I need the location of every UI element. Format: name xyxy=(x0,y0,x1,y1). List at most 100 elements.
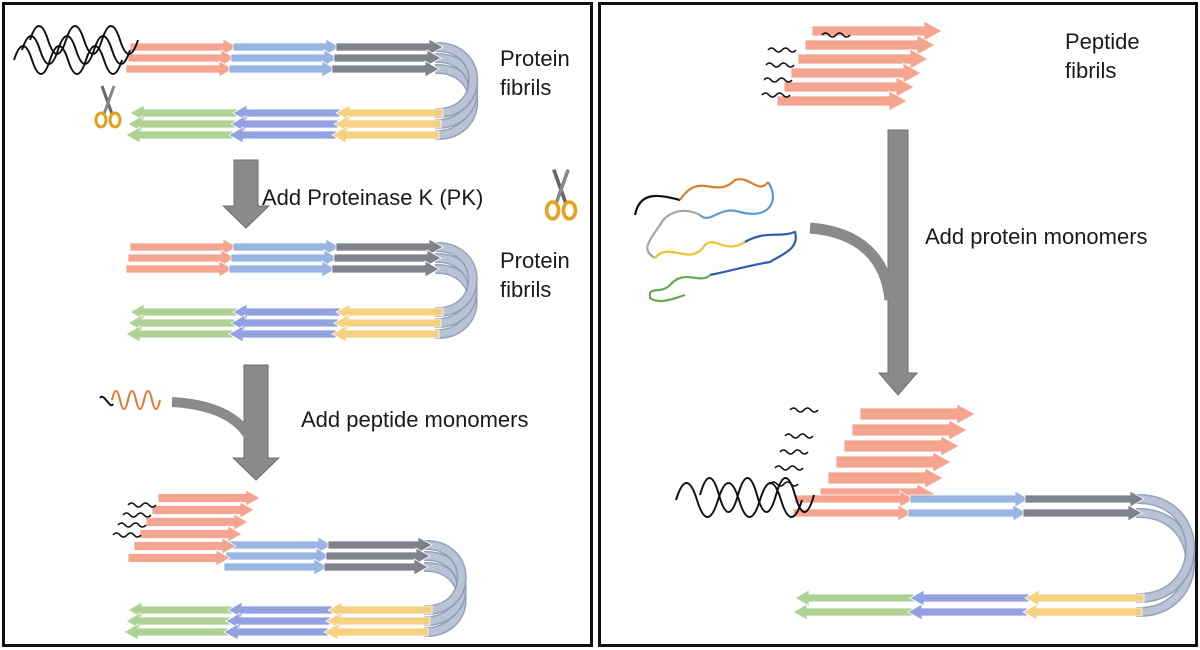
protein-monomer-segment-gold xyxy=(654,241,746,259)
wavy-tail-icon xyxy=(769,481,799,487)
protein-fibrils-label-top: Protein fibrils xyxy=(500,44,570,102)
fibril-left-middle-bottom-strand xyxy=(333,314,442,332)
fibril-left-top xyxy=(125,38,479,144)
fibril-left-top-top-strand xyxy=(230,49,339,67)
fibril-right-bottom xyxy=(792,490,1196,621)
fibril-left-middle-top-strand xyxy=(228,260,337,278)
peptide-stack-strand xyxy=(157,489,261,507)
peptide-stack-strand xyxy=(835,451,952,473)
wavy-tail-icon xyxy=(117,522,147,528)
protein-fibrils-label-mid-line2: fibrils xyxy=(500,277,552,302)
fibril-left-bottom-bottom-strand xyxy=(127,601,233,619)
wavy-tail-icon xyxy=(784,433,814,439)
fibril-left-middle-top-strand xyxy=(127,249,236,267)
fibril-left-bottom-bottom-strand xyxy=(327,601,433,619)
peptide-stack-strand xyxy=(133,537,237,555)
fibril-left-top-top-strand xyxy=(232,38,341,56)
fibril-right-bottom-top-strand xyxy=(794,490,915,508)
fibril-left-top-bottom-strand xyxy=(230,115,339,133)
fibril-left-bottom-top-strand xyxy=(227,536,333,554)
wavy-tail-icon xyxy=(765,62,795,68)
fibril-left-bottom-bottom-strand xyxy=(125,612,231,630)
peptide-fibrils-label-line1: Peptide xyxy=(1065,29,1140,54)
fibril-left-top-top-strand xyxy=(331,60,440,78)
fibril-left-bottom-loop xyxy=(423,541,466,614)
fibril-left-top-bottom-strand xyxy=(232,104,341,122)
fibril-left-middle-bottom-strand xyxy=(335,303,444,321)
fibril-left-top-bottom-strand xyxy=(228,126,337,144)
wavy-tail-icon xyxy=(767,47,797,53)
feed-arrow-peptide xyxy=(171,397,261,457)
fibril-left-top-bottom-strand xyxy=(335,104,444,122)
fibril-left-middle-bottom-strand xyxy=(331,325,440,343)
peptide-monomer-tail xyxy=(99,395,114,407)
wavy-tail-icon xyxy=(112,532,142,538)
scissors-icon-handle xyxy=(561,200,578,221)
wavy-tail-icon xyxy=(821,32,851,38)
fibril-left-bottom-bottom-strand xyxy=(123,623,229,641)
fibril-left-top-bottom-strand xyxy=(127,115,236,133)
fibril-left-top-top-strand xyxy=(335,38,444,56)
scissors-icon-handle xyxy=(108,111,122,129)
scissors-icon xyxy=(544,168,578,221)
peptide-fibril-strand xyxy=(776,90,908,112)
peptide-stack-strand xyxy=(151,501,255,519)
wavy-tail-icon xyxy=(21,35,131,65)
fibril-right-bottom-loop xyxy=(1135,495,1194,602)
process-arrow-add-pk xyxy=(221,159,271,229)
wavy-tail-icon xyxy=(675,482,803,518)
protein-fibrils-label-top-line1: Protein xyxy=(500,46,570,71)
protein-fibrils-label-top-line2: fibrils xyxy=(500,75,552,100)
scissors-icon-blade xyxy=(100,85,114,115)
protein-monomer-segment-orange xyxy=(679,178,769,201)
fibril-left-top-top-strand xyxy=(333,49,442,67)
protein-monomer-segment-navy xyxy=(709,230,797,277)
fibril-right-bottom-top-strand xyxy=(1022,504,1143,522)
fibril-left-middle-bottom-strand xyxy=(230,314,339,332)
fibril-left-top-top-strand xyxy=(127,49,236,67)
fibril-right-bottom-top-strand xyxy=(792,504,913,522)
fibril-left-top-top-strand xyxy=(228,60,337,78)
wavy-tail-icon xyxy=(127,502,157,508)
scissors-icon-handle xyxy=(544,200,561,221)
peptide-stack-strand xyxy=(127,549,231,567)
fibril-left-top-bottom-strand xyxy=(333,115,442,133)
protein-fibrils-label-mid: Protein fibrils xyxy=(500,246,570,304)
fibril-left-bottom-top-strand xyxy=(327,536,433,554)
protein-monomer-segment-green xyxy=(648,274,711,303)
fibril-left-middle-top-strand xyxy=(331,260,440,278)
fibril-left-bottom-top-strand xyxy=(323,558,429,576)
fibril-left-bottom xyxy=(123,536,467,641)
wavy-tail-icon xyxy=(763,77,793,83)
peptide-fibrils-label: Peptide fibrils xyxy=(1065,27,1140,85)
peptide-stack-strand xyxy=(851,419,968,441)
fibril-right-bottom-bottom-strand xyxy=(794,589,915,607)
fibril-left-bottom-top-strand xyxy=(223,558,329,576)
wavy-tail-icon xyxy=(29,25,139,55)
protein-monomer-segment-gray xyxy=(646,209,701,259)
feed-arrow-protein xyxy=(809,222,896,301)
peptide-fibril-strand xyxy=(797,48,929,70)
fibril-left-top-loop xyxy=(434,43,477,117)
peptide-monomer-icon xyxy=(111,390,161,410)
peptide-stack-strand xyxy=(843,435,960,457)
wavy-tail-icon xyxy=(122,512,152,518)
step-add-proteinase-k: Add Proteinase K (PK) xyxy=(262,185,484,210)
fibril-right-bottom-bottom-strand xyxy=(792,603,913,621)
fibril-left-middle-bottom-strand xyxy=(127,314,236,332)
step-add-peptide-monomers: Add peptide monomers xyxy=(301,407,529,432)
scissors-icon-blade xyxy=(552,168,568,204)
fibril-left-middle-bottom-strand xyxy=(125,325,234,343)
protein-monomer-segment-blue xyxy=(699,181,774,219)
fibril-left-top-bottom-strand xyxy=(129,104,238,122)
peptide-fibril-strand xyxy=(804,34,936,56)
fibril-left-middle-bottom-strand xyxy=(129,303,238,321)
fibril-left-middle-top-strand xyxy=(125,260,234,278)
fibril-left-top-bottom-strand xyxy=(125,126,234,144)
protein-monomer-icon xyxy=(633,178,797,303)
peptide-fibrils-label-line2: fibrils xyxy=(1065,58,1117,83)
fibril-left-middle-top-strand xyxy=(232,238,341,256)
fibril-right-bottom-bottom-strand xyxy=(1022,603,1143,621)
fibril-left-bottom-top-strand xyxy=(225,547,331,565)
